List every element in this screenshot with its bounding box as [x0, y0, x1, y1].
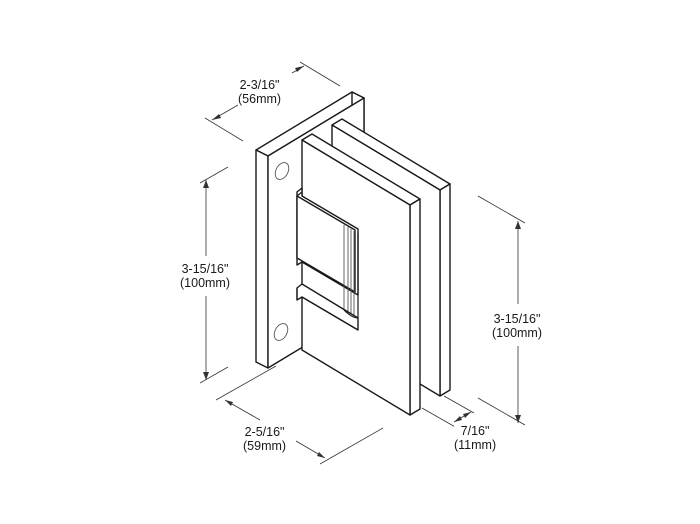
label-top-depth: 2-3/16" (56mm) — [238, 78, 282, 106]
label-bottom-width: 2-5/16" (59mm) — [243, 425, 287, 453]
label-top-depth-imperial: 2-3/16" — [239, 78, 280, 92]
label-right-height-imperial: 3-15/16" — [493, 312, 541, 326]
dimension-bottom-width — [215, 365, 384, 465]
screw-hole-top — [274, 162, 290, 180]
dimension-left-height — [199, 166, 229, 384]
dimension-right-height — [477, 195, 526, 426]
label-right-height: 3-15/16" (100mm) — [492, 312, 543, 340]
label-glass-gap-imperial: 7/16" — [460, 424, 490, 438]
dimension-top-depth — [204, 61, 341, 142]
screw-hole-bottom — [273, 323, 289, 341]
label-right-height-metric: (100mm) — [492, 326, 543, 340]
label-bottom-width-metric: (59mm) — [243, 439, 287, 453]
label-left-height-metric: (100mm) — [180, 276, 231, 290]
dimension-glass-gap — [421, 395, 475, 429]
label-left-height-imperial: 3-15/16" — [181, 262, 229, 276]
label-left-height: 3-15/16" (100mm) — [180, 262, 231, 290]
hinge-body — [296, 187, 359, 331]
label-bottom-width-imperial: 2-5/16" — [244, 425, 285, 439]
label-top-depth-metric: (56mm) — [238, 92, 282, 106]
label-glass-gap: 7/16" (11mm) — [454, 424, 497, 452]
label-glass-gap-metric: (11mm) — [454, 438, 497, 452]
